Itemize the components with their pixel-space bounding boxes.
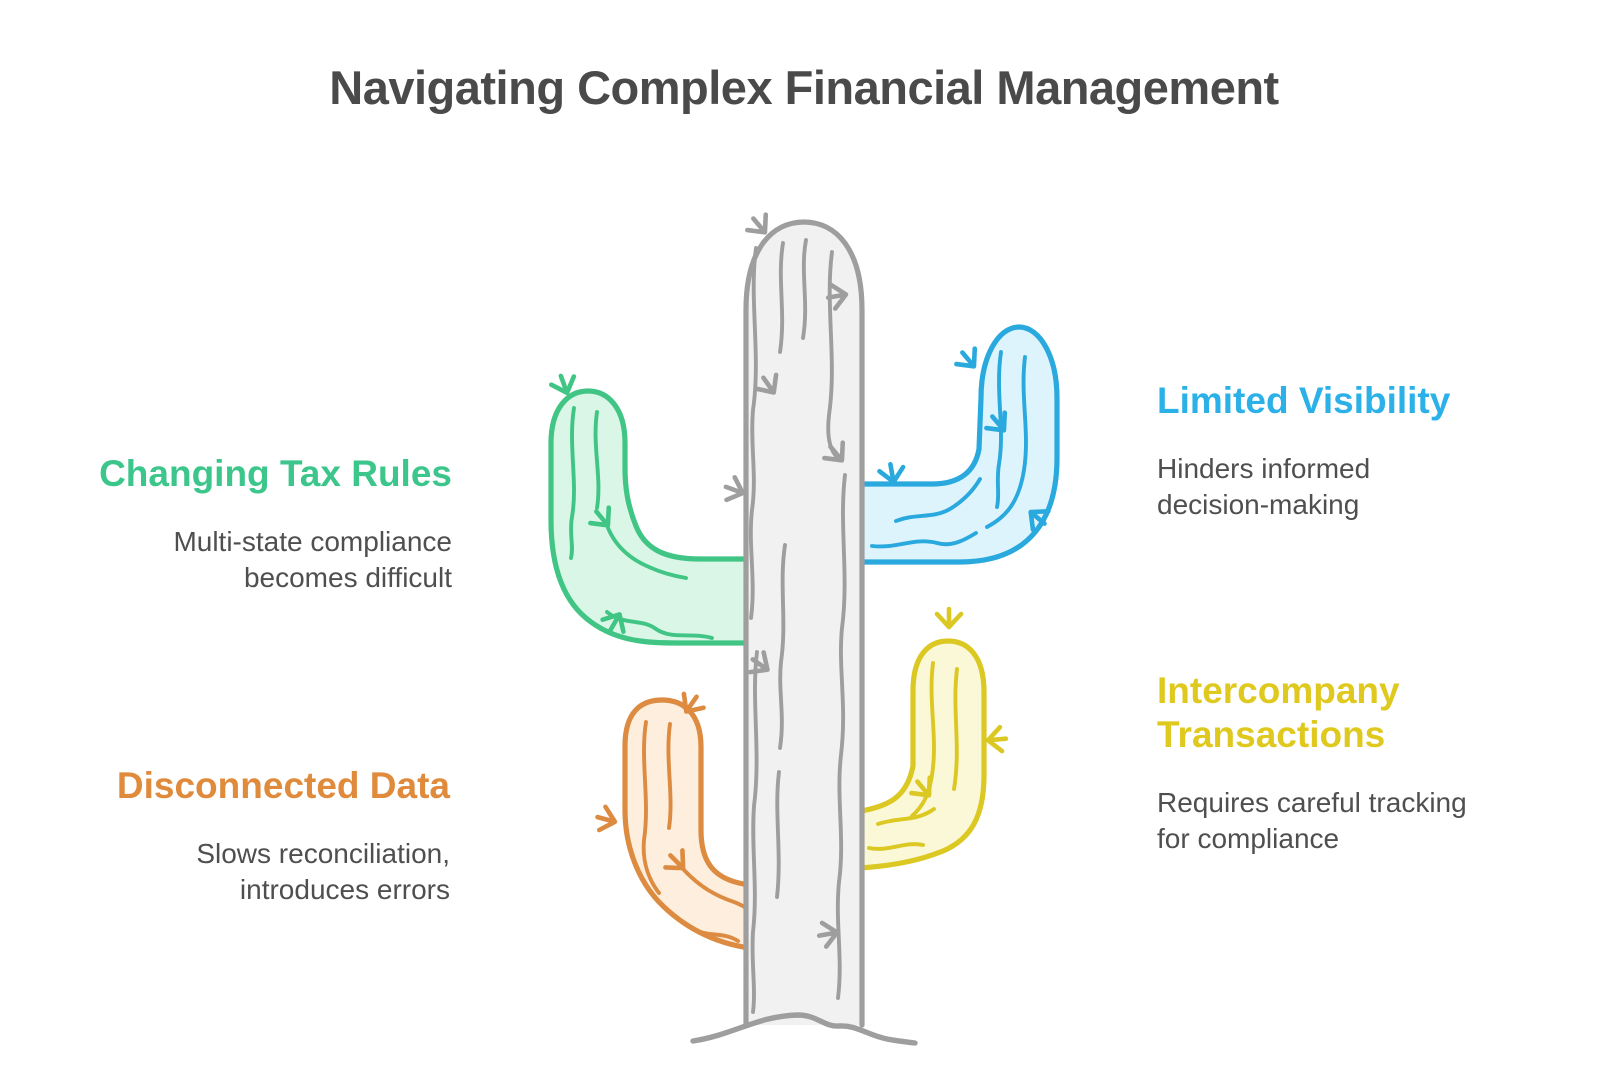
heading-line: Intercompany — [1157, 670, 1400, 711]
point-disconnected-data: Disconnected Data Slows reconciliation, … — [117, 764, 450, 908]
green-arm-texture-line — [606, 526, 688, 580]
cactus-spike-icon — [722, 476, 747, 505]
blue-arm-texture-line — [995, 350, 1003, 509]
yellow-arm-outline — [852, 638, 987, 871]
yellow-arm-texture-line — [910, 661, 936, 818]
point-desc-disconnected-data: Slows reconciliation, introduces errors — [117, 836, 450, 908]
desc-line: becomes difficult — [243, 562, 452, 593]
orange-arm-outline — [622, 697, 760, 952]
blue-arm-outline — [849, 324, 1060, 565]
blue-arm-texture-line — [985, 355, 1028, 529]
cactus-arm-orange — [594, 690, 760, 952]
desc-line: Hinders informed — [1157, 453, 1371, 484]
green-arm-texture-line — [593, 410, 601, 510]
green-arm-texture-line — [569, 406, 576, 560]
heading-line: Transactions — [1157, 714, 1386, 755]
desc-line: Slows reconciliation, — [196, 838, 450, 869]
point-changing-tax-rules: Changing Tax Rules Multi-state complianc… — [99, 452, 452, 596]
point-desc-changing-tax-rules: Multi-state compliance becomes difficult — [99, 524, 452, 596]
yellow-arm-texture-line — [952, 667, 959, 791]
orange-arm-texture-line — [641, 720, 661, 895]
desc-line: decision-making — [1157, 489, 1360, 520]
trunk-texture-line — [778, 543, 787, 750]
trunk-texture-line — [750, 650, 759, 1014]
point-heading-changing-tax-rules: Changing Tax Rules — [99, 453, 452, 494]
trunk-texture-line — [748, 246, 758, 620]
cactus-spike-icon — [937, 609, 961, 627]
point-heading-disconnected-data: Disconnected Data — [116, 765, 450, 806]
cactus-arm-green — [548, 372, 765, 646]
yellow-arm-texture-line — [867, 842, 925, 851]
desc-line: Requires careful tracking — [1157, 787, 1467, 818]
trunk-texture-line — [801, 238, 808, 340]
point-desc-intercompany-transactions: Requires careful tracking for compliance — [1157, 785, 1467, 857]
desc-line: Multi-state compliance — [173, 526, 452, 557]
cactus-trunk — [722, 211, 865, 1028]
point-heading-limited-visibility: Limited Visibility — [1157, 380, 1451, 421]
point-intercompany-transactions: Intercompany Transactions Requires caref… — [1157, 669, 1467, 857]
trunk-outline — [743, 219, 865, 1028]
blue-arm-texture-line — [894, 477, 982, 523]
orange-arm-texture-line — [666, 722, 673, 830]
point-limited-visibility: Limited Visibility Hinders informed deci… — [1157, 379, 1450, 523]
page-title: Navigating Complex Financial Management — [329, 61, 1279, 114]
cactus-spike-icon — [953, 345, 983, 374]
cactus-arm-yellow — [852, 609, 1007, 871]
ground-line — [690, 1012, 918, 1046]
desc-line: for compliance — [1157, 823, 1340, 854]
cactus-spike-icon — [879, 462, 906, 484]
yellow-arm-texture-line — [876, 807, 936, 826]
trunk-texture-line — [775, 770, 781, 899]
cactus-spike-icon — [594, 806, 618, 834]
cactus-arm-blue — [849, 324, 1060, 565]
blue-arm-texture-line — [870, 531, 978, 549]
cactus-spike-icon — [987, 727, 1007, 752]
desc-line: introduces errors — [239, 874, 450, 905]
green-arm-outline — [548, 388, 765, 646]
point-desc-limited-visibility: Hinders informed decision-making — [1157, 451, 1450, 523]
trunk-texture-line — [835, 473, 847, 1000]
trunk-texture-line — [778, 241, 785, 354]
point-heading-intercompany-transactions: Intercompany Transactions — [1157, 669, 1467, 757]
orange-arm-texture-line — [690, 926, 740, 943]
